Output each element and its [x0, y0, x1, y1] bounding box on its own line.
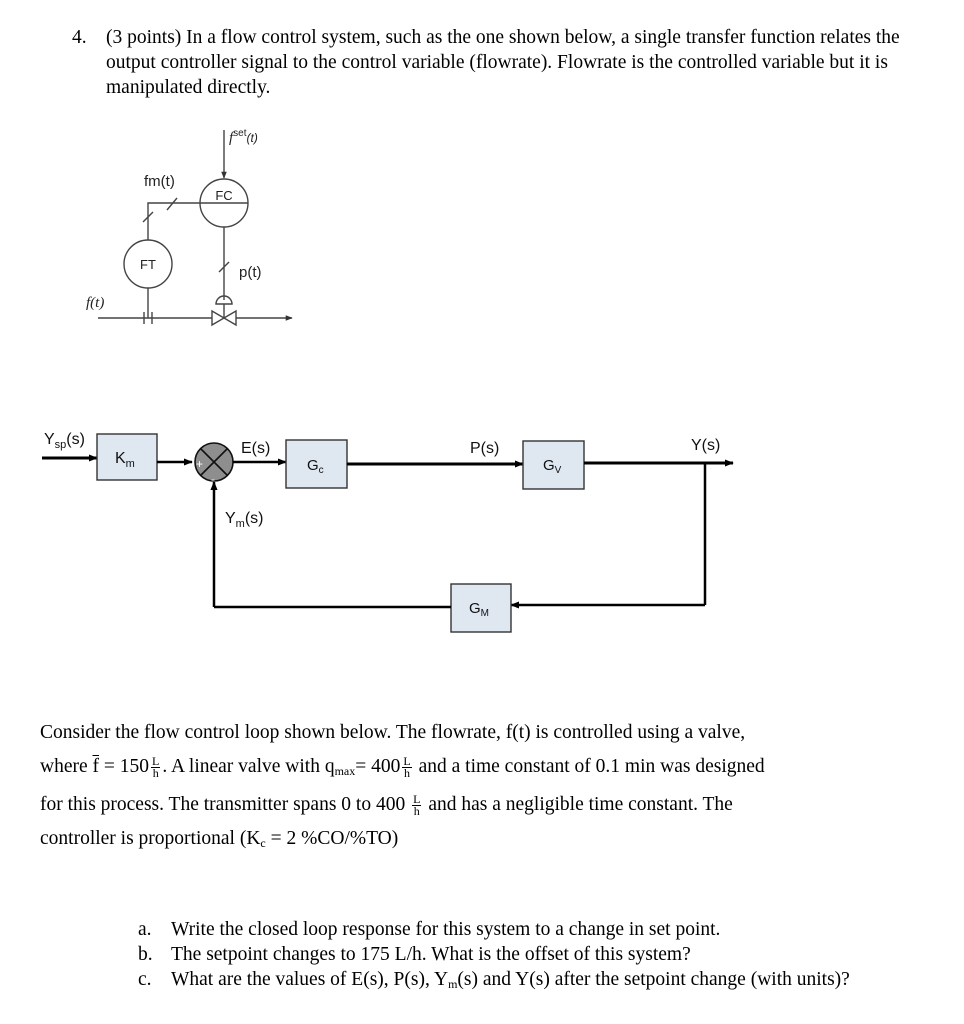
es-label: E(s) [241, 440, 270, 457]
problem-text: (3 points) In a flow control system, suc… [106, 27, 900, 98]
gc-label: Gc [307, 457, 324, 476]
consider-line-3: for this process. The transmitter spans … [40, 792, 733, 819]
question-text: The setpoint changes to 175 L/h. What is… [171, 944, 691, 965]
fbar-symbol: f [92, 756, 100, 777]
question-label: a. [138, 919, 152, 940]
control-valve-icon [211, 309, 237, 327]
pt-label: p(t) [239, 264, 262, 281]
question-text: What are the values of E(s), P(s), Ym(s)… [171, 969, 850, 991]
signal-hash-mark-2 [142, 211, 154, 223]
question-label: c. [138, 969, 152, 990]
problem-number: 4. [72, 27, 87, 48]
consider-line-4: controller is proportional (Kc = 2 %CO/%… [40, 828, 399, 850]
question-c: c. What are the values of E(s), P(s), Ym… [138, 967, 918, 997]
ft-label: FT [140, 257, 156, 272]
question-text: Write the closed loop response for this … [171, 919, 721, 940]
measurement-signal-line [147, 202, 200, 240]
ym-label: Ym(s) [225, 510, 264, 530]
question-b: b. The setpoint changes to 175 L/h. What… [138, 942, 918, 967]
fm-label: fm(t) [144, 173, 175, 190]
km-block [96, 433, 158, 481]
gv-label: GV [543, 457, 562, 476]
question-a: a. Write the closed loop response for th… [138, 917, 918, 942]
gm-block [450, 583, 512, 633]
consider-line-1: Consider the flow control loop shown bel… [40, 722, 746, 743]
fc-label: FC [215, 188, 232, 203]
plus-sign: + [196, 457, 203, 471]
summing-junction-cross-2 [199, 447, 229, 477]
question-list: a. Write the closed loop response for th… [138, 917, 918, 997]
minus-sign: - [211, 472, 215, 486]
f-label: f(t) [86, 295, 104, 311]
pid-labels: fset(t) fm(t) FC FT p(t) f(t) [86, 128, 262, 311]
fset-label: fset(t) [229, 128, 258, 146]
block-diagram [42, 433, 734, 633]
gv-block [522, 440, 585, 490]
ys-label: Y(s) [691, 437, 720, 454]
signal-hash-mark [166, 197, 178, 211]
block-labels: Ysp(s) Km + - E(s) Gc P(s) GV Y(s) Ym(s)… [44, 431, 720, 619]
pid-diagram [98, 130, 293, 327]
gm-label: GM [469, 600, 489, 619]
consider-paragraph: Consider the flow control loop shown bel… [40, 716, 920, 860]
km-label: Km [115, 450, 135, 470]
valve-actuator-icon [215, 295, 233, 305]
ysp-label: Ysp(s) [44, 431, 85, 451]
ps-label: P(s) [470, 440, 499, 457]
output-hash-mark [218, 261, 230, 273]
question-label: b. [138, 944, 153, 965]
